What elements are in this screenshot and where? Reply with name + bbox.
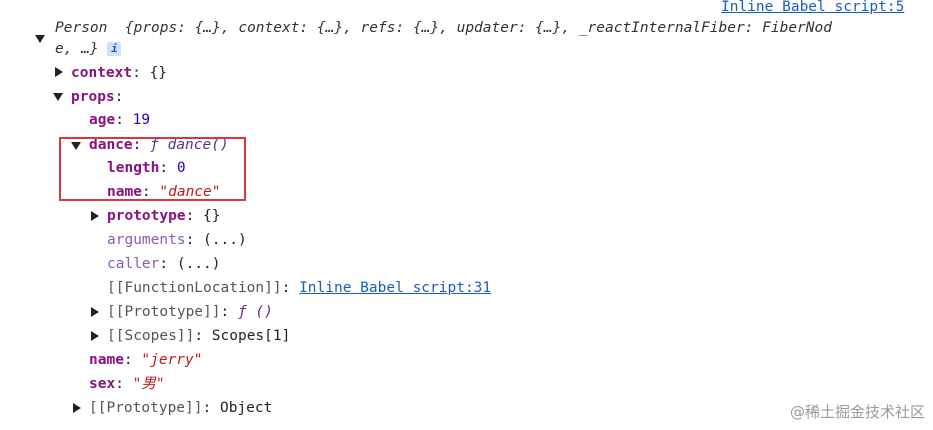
dance-scopes-row[interactable]: [[Scopes]]: Scopes[1] bbox=[107, 328, 291, 344]
dance-scopes-key: [[Scopes]] bbox=[107, 328, 195, 344]
dance-length-value: 0 bbox=[176, 160, 186, 176]
dance-name-row: name: "dance" bbox=[107, 184, 221, 200]
root-object-preview: {props: {…}, context: {…}, refs: {…}, up… bbox=[124, 20, 832, 36]
context-row[interactable]: context: {} bbox=[71, 65, 168, 81]
dance-arguments-key: arguments bbox=[107, 232, 186, 248]
expand-dance-proto-icon[interactable] bbox=[91, 307, 99, 317]
source-link-header[interactable]: Inline Babel script:5 bbox=[721, 0, 905, 15]
dance-proto-key: [[Prototype]] bbox=[107, 304, 221, 320]
dance-name-key: name bbox=[107, 184, 142, 200]
name-key: name bbox=[89, 352, 124, 368]
expand-context-icon[interactable] bbox=[55, 67, 63, 77]
props-proto-value: Object bbox=[219, 400, 273, 416]
age-key: age bbox=[89, 112, 116, 128]
name-row: name: "jerry" bbox=[89, 352, 203, 368]
root-object-summary[interactable]: Person {props: {…}, context: {…}, refs: … bbox=[55, 17, 832, 39]
dance-value: ƒ dance() bbox=[150, 137, 229, 153]
dance-function-location-key: [[FunctionLocation]] bbox=[107, 280, 282, 296]
dance-prototype-row[interactable]: prototype: {} bbox=[107, 208, 221, 224]
props-proto-row[interactable]: [[Prototype]]: Object bbox=[89, 400, 273, 416]
dance-length-key: length bbox=[107, 160, 160, 176]
expand-scopes-icon[interactable] bbox=[91, 331, 99, 341]
expand-props-proto-icon[interactable] bbox=[73, 403, 81, 413]
props-row[interactable]: props: bbox=[71, 89, 124, 105]
expand-prototype-icon[interactable] bbox=[91, 211, 99, 221]
root-object-preview-cont: e, …} bbox=[55, 41, 99, 57]
dance-proto-row[interactable]: [[Prototype]]: ƒ () bbox=[107, 304, 273, 320]
dance-row[interactable]: dance: ƒ dance() bbox=[89, 137, 229, 153]
sex-row: sex: "男" bbox=[89, 376, 165, 392]
dance-name-value: "dance" bbox=[159, 184, 221, 200]
expand-root-toggle-icon[interactable] bbox=[35, 35, 45, 43]
dance-arguments-row[interactable]: arguments: (...) bbox=[107, 232, 247, 248]
age-row: age: 19 bbox=[89, 112, 151, 128]
dance-caller-key: caller bbox=[107, 256, 160, 272]
props-proto-key: [[Prototype]] bbox=[89, 400, 203, 416]
dance-length-row: length: 0 bbox=[107, 160, 186, 176]
dance-caller-row[interactable]: caller: (...) bbox=[107, 256, 221, 272]
dance-scopes-value: Scopes[1] bbox=[211, 328, 291, 344]
dance-prototype-value: {} bbox=[203, 208, 221, 224]
expand-dance-icon[interactable] bbox=[71, 142, 81, 150]
context-key: context bbox=[71, 65, 133, 81]
dance-caller-value[interactable]: (...) bbox=[176, 256, 221, 272]
dance-prototype-key: prototype bbox=[107, 208, 186, 224]
dance-function-location-row: [[FunctionLocation]]: Inline Babel scrip… bbox=[107, 280, 492, 296]
name-value: "jerry" bbox=[141, 352, 203, 368]
props-key: props bbox=[71, 89, 115, 105]
function-location-link[interactable]: Inline Babel script:31 bbox=[299, 280, 492, 296]
watermark: @稀土掘金技术社区 bbox=[789, 403, 925, 421]
context-value: {} bbox=[149, 65, 168, 81]
sex-key: sex bbox=[89, 376, 116, 392]
highlight-box bbox=[59, 137, 246, 201]
dance-arguments-value[interactable]: (...) bbox=[203, 232, 247, 248]
dance-proto-value: ƒ () bbox=[237, 304, 273, 320]
info-icon[interactable]: i bbox=[107, 42, 122, 56]
root-object-name: Person bbox=[55, 20, 108, 36]
age-value: 19 bbox=[132, 112, 151, 128]
sex-value: "男" bbox=[132, 376, 165, 392]
expand-props-icon[interactable] bbox=[53, 93, 63, 101]
dance-key: dance bbox=[89, 137, 133, 153]
